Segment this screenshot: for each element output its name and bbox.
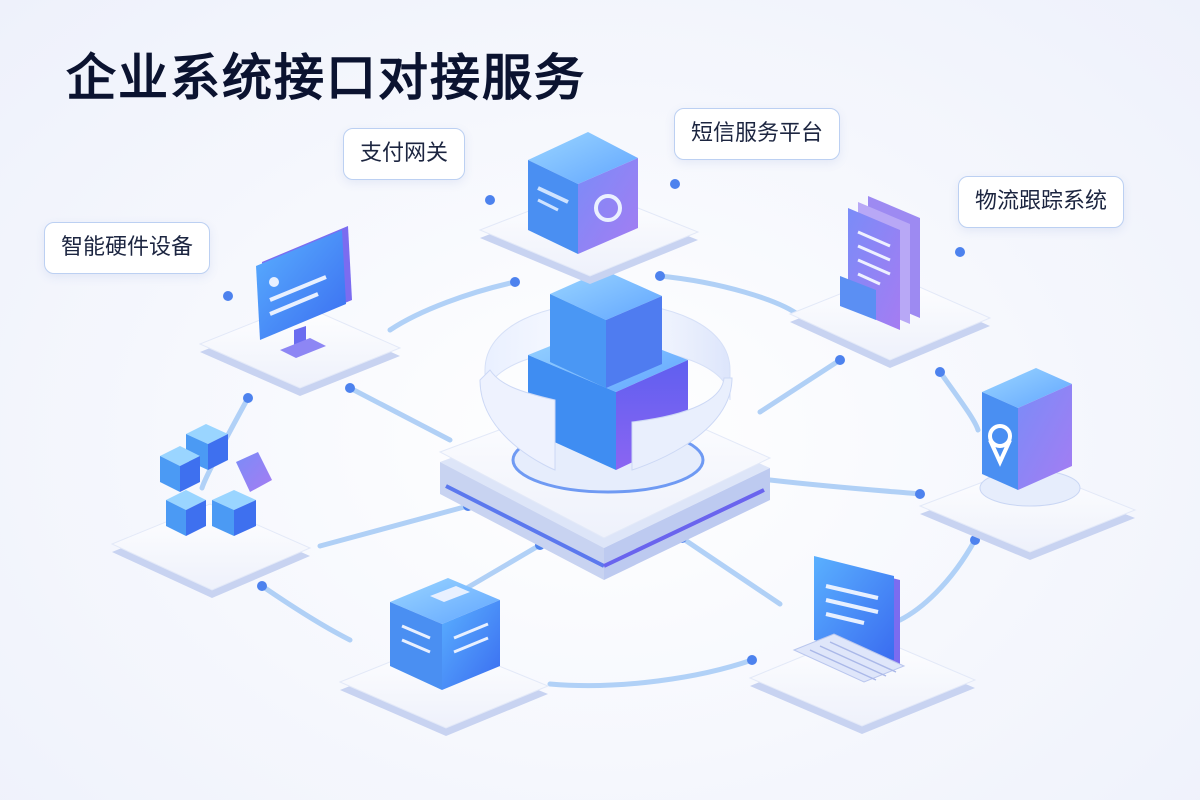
folder-box-icon (390, 578, 500, 690)
label-smart-hardware: 智能硬件设备 (44, 222, 211, 274)
location-node (918, 368, 1137, 560)
label-logistics-tracking: 物流跟踪系统 (958, 176, 1125, 228)
label-sms-platform: 短信服务平台 (674, 108, 841, 160)
payment-gateway-node (478, 132, 700, 284)
laptop-icon (792, 556, 906, 683)
folder-node (338, 578, 550, 736)
central-hub (438, 270, 772, 580)
cube-cluster-node (110, 424, 312, 598)
page-title: 企业系统接口对接服务 (66, 49, 586, 107)
payment-box-icon (528, 132, 638, 254)
smart-hardware-node (198, 226, 402, 396)
location-pin-icon (982, 368, 1072, 490)
label-payment-gateway: 支付网关 (343, 128, 466, 180)
cube-cluster-icon (160, 424, 272, 536)
logistics-node (788, 196, 992, 368)
connectors (199, 273, 981, 689)
document-stack-icon (840, 196, 920, 330)
laptop-node (748, 556, 977, 734)
monitor-icon (256, 226, 352, 358)
